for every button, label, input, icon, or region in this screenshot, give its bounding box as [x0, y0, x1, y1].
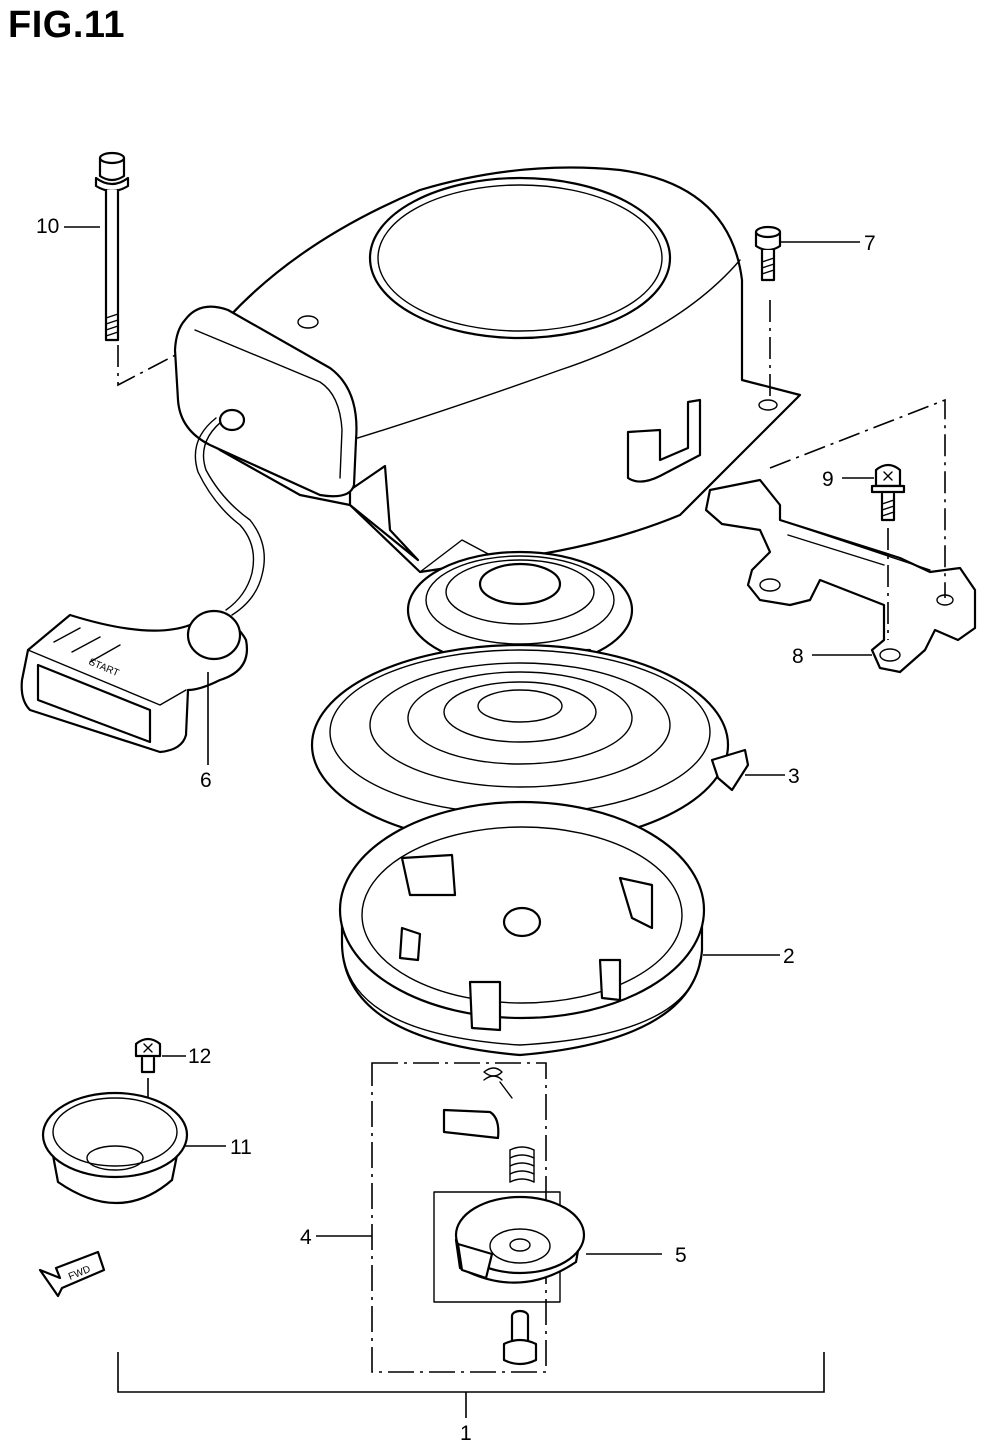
- ratchet-screw: [502, 1309, 538, 1366]
- screw-part-9[interactable]: [870, 463, 906, 522]
- fwd-arrow-icon: FWD: [38, 1250, 106, 1298]
- callout-2: 2: [783, 945, 795, 968]
- ratchet-spring-small: [483, 1067, 513, 1099]
- screw-part-12[interactable]: [134, 1037, 162, 1074]
- ratchet-part-5[interactable]: [454, 1195, 586, 1284]
- bolt-part-7[interactable]: [754, 225, 782, 282]
- guide-part-11[interactable]: [41, 1091, 189, 1205]
- callout-3: 3: [788, 765, 800, 788]
- callout-1: 1: [460, 1422, 472, 1445]
- reel-part-2[interactable]: [338, 800, 706, 1057]
- callout-7: 7: [864, 232, 876, 255]
- callout-5: 5: [675, 1244, 687, 1267]
- callout-9: 9: [822, 468, 834, 491]
- callout-10: 10: [36, 215, 59, 238]
- starter-housing[interactable]: [173, 166, 802, 574]
- figure-title: FIG.11: [8, 4, 126, 46]
- callout-8: 8: [792, 645, 804, 668]
- handle-part-6[interactable]: START: [20, 408, 265, 754]
- callout-4: 4: [300, 1226, 312, 1249]
- group-box-part-4: [371, 1062, 547, 1373]
- callout-12: 12: [188, 1045, 211, 1068]
- ratchet-pawl: [442, 1108, 500, 1140]
- bracket-part-8[interactable]: [704, 478, 977, 674]
- bolt-part-10[interactable]: [94, 151, 130, 342]
- group-box-part-5: [433, 1191, 561, 1303]
- callout-6: 6: [200, 769, 212, 792]
- callout-11: 11: [230, 1136, 252, 1159]
- ratchet-coil-spring: [509, 1146, 535, 1183]
